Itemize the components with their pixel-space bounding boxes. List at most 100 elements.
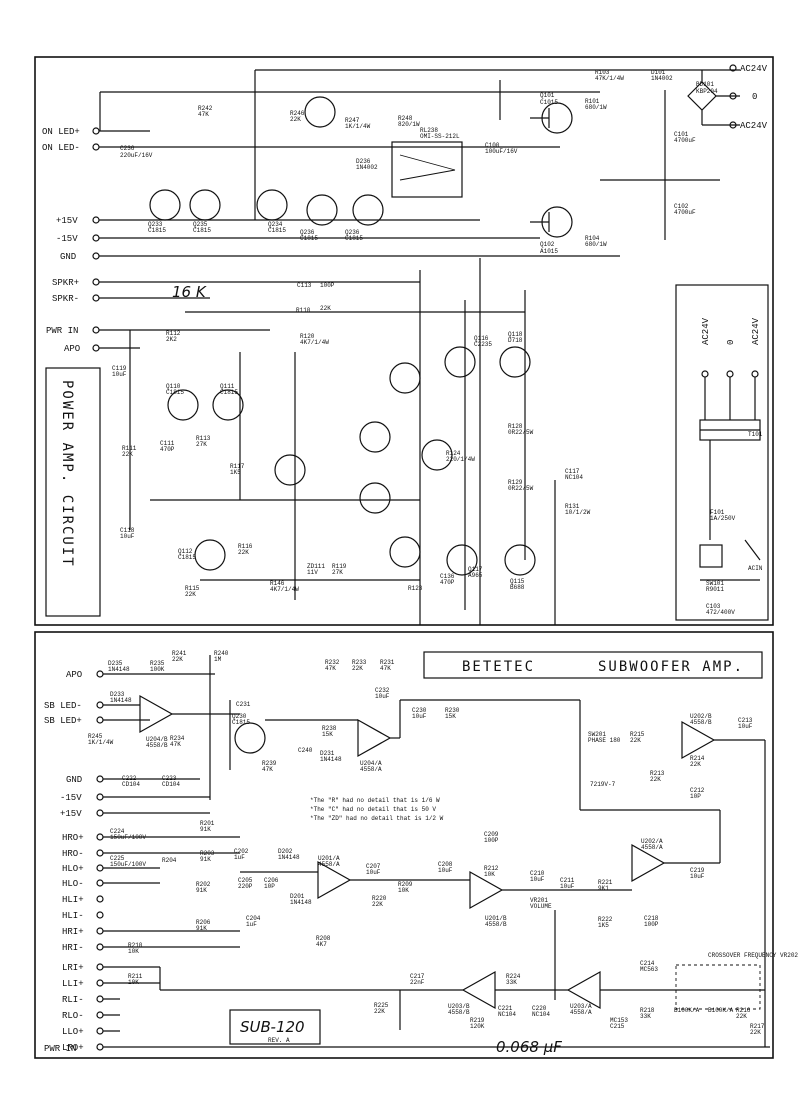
terminal-minus15v: -15V: [56, 234, 78, 244]
lower-frame: [34, 631, 774, 1059]
svg-text:22K: 22K: [374, 1008, 385, 1015]
svg-text:Q116: Q116: [474, 335, 489, 342]
svg-text:C1015: C1015: [540, 99, 558, 106]
svg-text:1uF: 1uF: [234, 854, 245, 861]
note-capacitor: *The "C" had no detail that is 50 V: [310, 806, 436, 813]
svg-text:4558/A: 4558/A: [318, 861, 340, 868]
svg-text:4558/A: 4558/A: [641, 844, 663, 851]
svg-text:R238: R238: [322, 725, 337, 732]
svg-text:C217: C217: [410, 973, 425, 980]
svg-text:MC563: MC563: [640, 966, 658, 973]
handwritten-cap-value: 0.068 µF: [496, 1038, 562, 1056]
svg-text:C215: C215: [610, 1023, 625, 1030]
svg-text:A1015: A1015: [540, 248, 558, 255]
svg-text:C102: C102: [674, 203, 689, 210]
svg-text:47K: 47K: [170, 741, 181, 748]
svg-text:47K: 47K: [380, 665, 391, 672]
svg-text:2K2: 2K2: [166, 336, 177, 343]
svg-text:R239: R239: [262, 760, 277, 767]
svg-text:VOLUME: VOLUME: [530, 903, 552, 910]
svg-text:4K7: 4K7: [316, 941, 327, 948]
svg-text:4558/B: 4558/B: [146, 742, 168, 749]
svg-text:R241: R241: [172, 650, 187, 657]
svg-text:22K: 22K: [172, 656, 183, 663]
svg-text:91K: 91K: [200, 856, 211, 863]
svg-text:C214: C214: [640, 960, 655, 967]
brand-title: BETETEC: [462, 659, 535, 675]
terminal-on-led-minus: ON LED-: [42, 143, 80, 153]
svg-text:C222: C222: [122, 775, 137, 782]
svg-text:91K: 91K: [200, 826, 211, 833]
svg-text:Q115: Q115: [510, 578, 525, 585]
terminal-hro-minus: HRO-: [62, 849, 84, 859]
svg-text:22K: 22K: [650, 776, 661, 783]
svg-text:U203/A: U203/A: [570, 1003, 592, 1010]
terminal-hlo-plus: HLO+: [62, 864, 84, 874]
svg-text:10uF: 10uF: [738, 723, 753, 730]
terminal-hlo-minus: HLO-: [62, 879, 84, 889]
mains-box: [675, 284, 769, 621]
svg-text:C221: C221: [498, 1005, 513, 1012]
terminal-hli-plus: HLI+: [62, 895, 84, 905]
svg-text:R225: R225: [374, 1002, 389, 1009]
svg-text:R116: R116: [238, 543, 253, 550]
svg-text:D231: D231: [320, 750, 335, 757]
svg-text:R103: R103: [595, 69, 610, 76]
svg-text:R201: R201: [200, 820, 215, 827]
svg-text:C1815: C1815: [178, 554, 196, 561]
svg-text:Q235: Q235: [193, 221, 208, 228]
svg-text:47K: 47K: [325, 665, 336, 672]
svg-text:10P: 10P: [264, 883, 275, 890]
svg-text:D236: D236: [356, 158, 371, 165]
terminal-spkr-minus: SPKR-: [52, 294, 79, 304]
svg-text:Q101: Q101: [540, 92, 555, 99]
svg-text:C1815: C1815: [220, 389, 238, 396]
svg-text:22K: 22K: [736, 1013, 747, 1020]
svg-text:D202: D202: [278, 848, 293, 855]
svg-text:470P: 470P: [440, 579, 455, 586]
transformer-label-ac24v-right: AC24V: [751, 317, 761, 345]
svg-text:22nF: 22nF: [410, 979, 425, 986]
svg-text:D101: D101: [651, 69, 666, 76]
svg-text:11V: 11V: [307, 569, 318, 576]
svg-text:B100K/A: B100K/A: [674, 1007, 700, 1014]
svg-text:U203/B: U203/B: [448, 1003, 470, 1010]
svg-text:R129: R129: [508, 479, 523, 486]
svg-text:91K: 91K: [196, 887, 207, 894]
svg-text:MC153: MC153: [610, 1017, 628, 1024]
terminal-hri-minus: HRI-: [62, 943, 84, 953]
svg-text:C236: C236: [120, 145, 135, 152]
svg-text:470P: 470P: [160, 446, 175, 453]
svg-text:10uF: 10uF: [375, 693, 390, 700]
amp-transistors: [167, 346, 536, 576]
svg-text:CD104: CD104: [162, 781, 180, 788]
revision-label: REV. A: [268, 1037, 290, 1044]
svg-text:22K: 22K: [185, 591, 196, 598]
svg-text:R206: R206: [196, 919, 211, 926]
svg-text:1K5: 1K5: [598, 922, 609, 929]
svg-text:C210: C210: [530, 870, 545, 877]
svg-text:R221: R221: [598, 879, 613, 886]
svg-text:10/1/2W: 10/1/2W: [565, 509, 591, 516]
svg-text:C220: C220: [532, 1005, 547, 1012]
svg-text:15K: 15K: [445, 713, 456, 720]
svg-text:R123: R123: [408, 585, 423, 592]
svg-text:B688: B688: [510, 584, 525, 591]
svg-text:ACIN: ACIN: [748, 565, 763, 572]
svg-text:R203: R203: [200, 850, 215, 857]
svg-text:SW201: SW201: [588, 731, 606, 738]
svg-text:10K: 10K: [484, 871, 495, 878]
svg-text:R219: R219: [470, 1017, 485, 1024]
svg-text:C213: C213: [738, 717, 753, 724]
model-label: SUB-120: [240, 1018, 305, 1036]
svg-text:27K: 27K: [196, 441, 207, 448]
upper-right-terminals: AC24V 0 AC24V: [729, 64, 768, 131]
svg-text:C1815: C1815: [345, 235, 363, 242]
svg-text:1N4148: 1N4148: [278, 854, 300, 861]
svg-text:R245: R245: [88, 733, 103, 740]
svg-text:NC104: NC104: [498, 1011, 516, 1018]
svg-text:C218: C218: [644, 915, 659, 922]
svg-text:100uF/16V: 100uF/16V: [485, 148, 518, 155]
svg-text:Q111: Q111: [220, 383, 235, 390]
svg-text:Q230: Q230: [232, 713, 247, 720]
